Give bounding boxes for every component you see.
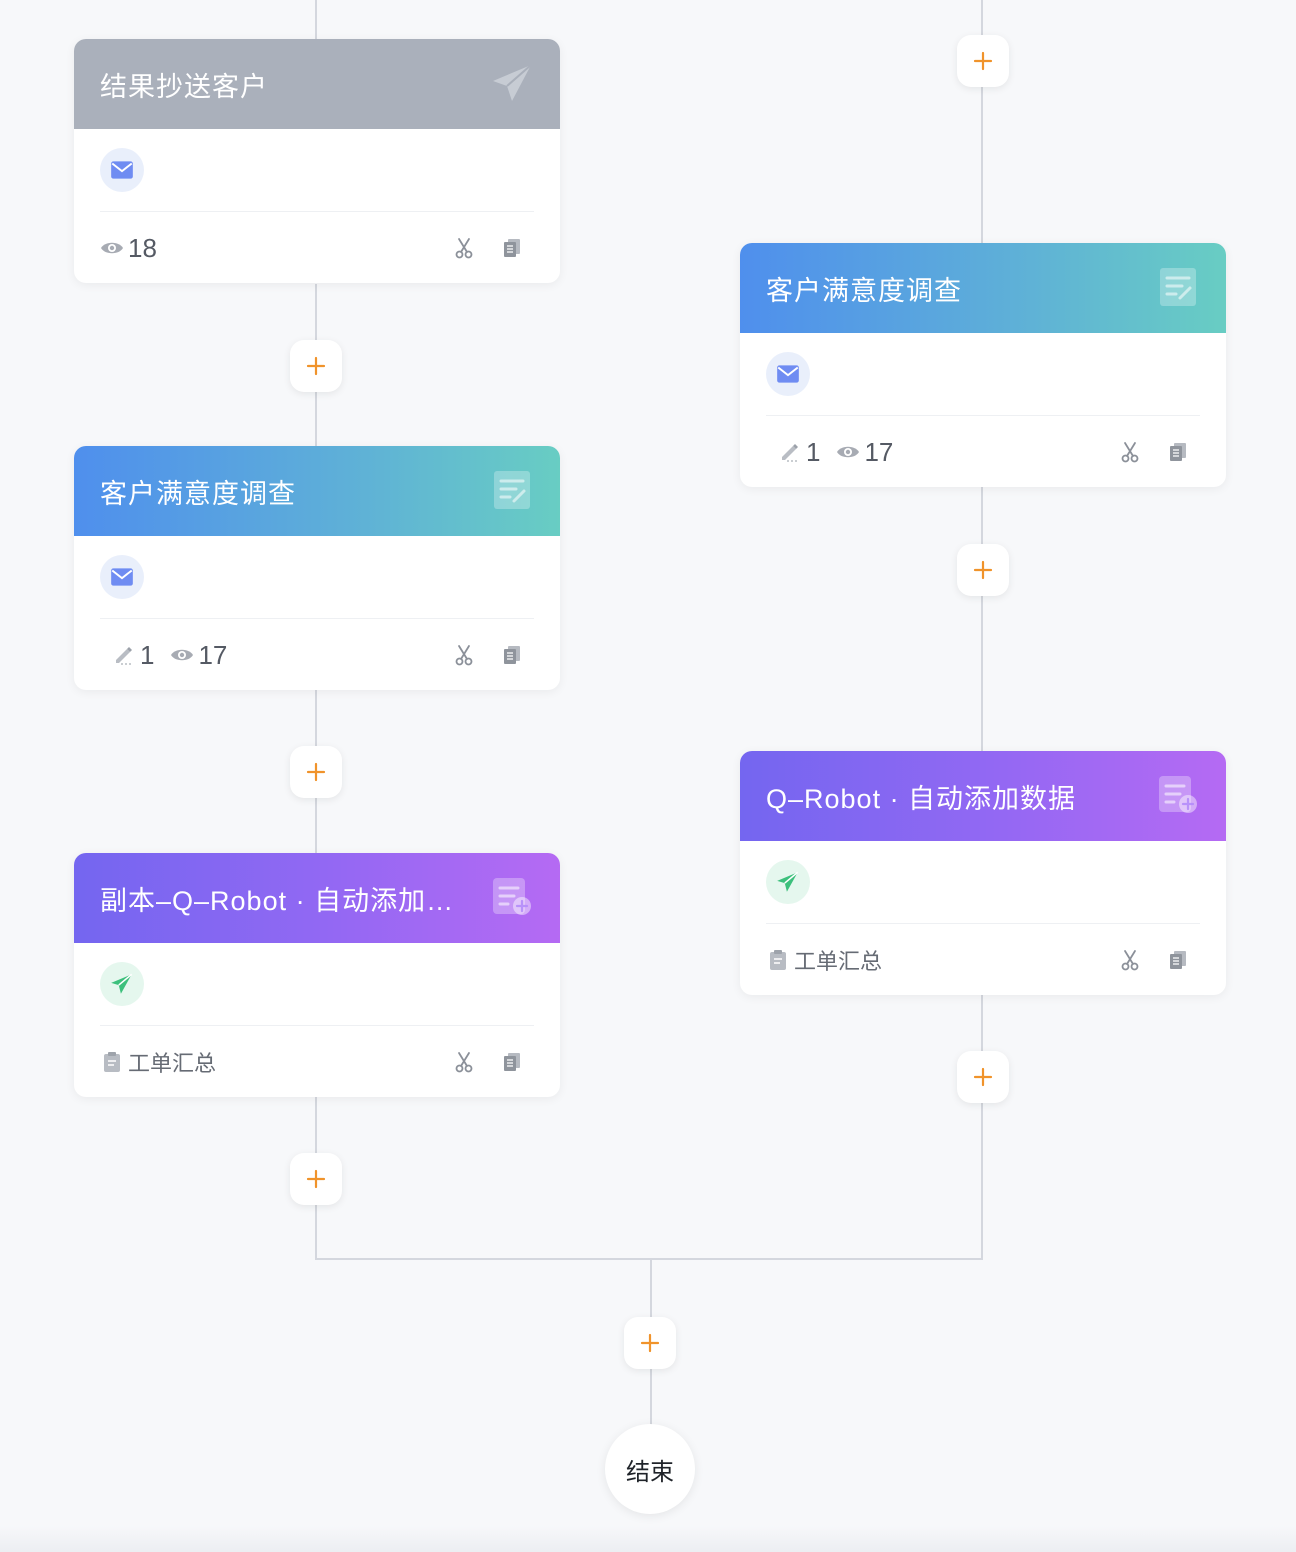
paper-plane-icon	[766, 860, 810, 904]
scissors-icon[interactable]	[1118, 948, 1142, 972]
card-header[interactable]: 副本–Q–Robot · 自动添加数据	[74, 853, 560, 943]
add-node-button[interactable]	[957, 1051, 1009, 1103]
add-record-icon	[490, 875, 534, 919]
pencil-icon	[778, 440, 802, 464]
scissors-icon[interactable]	[452, 1050, 476, 1074]
view-count: 18	[100, 233, 157, 264]
plus-icon	[306, 762, 326, 782]
node-card-cc-customer[interactable]: 结果抄送客户 18	[74, 39, 560, 283]
form-edit-icon	[1156, 265, 1200, 309]
end-node-label: 结束	[626, 1458, 674, 1486]
card-title: 结果抄送客户	[100, 71, 268, 102]
connector-line	[981, 0, 983, 243]
plus-icon	[640, 1333, 660, 1353]
end-node[interactable]: 结束	[605, 1424, 695, 1514]
connector-line	[315, 0, 317, 39]
clipboard-icon	[100, 1050, 124, 1074]
connector-line	[981, 487, 983, 751]
add-node-button[interactable]	[290, 746, 342, 798]
merge-line	[315, 1258, 983, 1260]
send-icon	[490, 61, 534, 105]
scissors-icon[interactable]	[452, 236, 476, 260]
add-node-button[interactable]	[957, 544, 1009, 596]
card-header[interactable]: 客户满意度调查	[74, 446, 560, 536]
plus-icon	[973, 1067, 993, 1087]
copy-icon[interactable]	[500, 236, 524, 260]
target-form: 工单汇总	[766, 944, 882, 976]
node-card-copy-q-robot[interactable]: 副本–Q–Robot · 自动添加数据 工单汇总	[74, 853, 560, 1097]
node-card-q-robot[interactable]: Q–Robot · 自动添加数据 工单汇总	[740, 751, 1226, 995]
card-header[interactable]: 结果抄送客户	[74, 39, 560, 129]
card-title: Q–Robot · 自动添加数据	[766, 783, 1077, 814]
edit-count: 1	[112, 640, 154, 671]
mail-icon	[100, 555, 144, 599]
eye-icon	[836, 440, 860, 464]
plus-icon	[973, 51, 993, 71]
add-node-button[interactable]	[624, 1317, 676, 1369]
target-form: 工单汇总	[100, 1046, 216, 1078]
connector-line	[981, 995, 983, 1260]
view-count: 17	[836, 437, 893, 468]
mail-icon	[766, 352, 810, 396]
eye-icon	[100, 236, 124, 260]
eye-icon	[170, 643, 194, 667]
plus-icon	[973, 560, 993, 580]
pencil-icon	[112, 643, 136, 667]
clipboard-icon	[766, 948, 790, 972]
view-count: 17	[170, 640, 227, 671]
add-record-icon	[1156, 773, 1200, 817]
card-title: 客户满意度调查	[100, 478, 296, 509]
mail-icon	[100, 148, 144, 192]
plus-icon	[306, 1169, 326, 1189]
scissors-icon[interactable]	[452, 643, 476, 667]
card-title: 客户满意度调查	[766, 275, 962, 306]
copy-icon[interactable]	[1166, 948, 1190, 972]
plus-icon	[306, 356, 326, 376]
card-title: 副本–Q–Robot · 自动添加数据	[100, 885, 472, 916]
scissors-icon[interactable]	[1118, 440, 1142, 464]
copy-icon[interactable]	[500, 643, 524, 667]
copy-icon[interactable]	[500, 1050, 524, 1074]
node-card-satisfaction-survey[interactable]: 客户满意度调查 1 17	[74, 446, 560, 690]
card-header[interactable]: 客户满意度调查	[740, 243, 1226, 333]
add-node-button[interactable]	[290, 340, 342, 392]
card-header[interactable]: Q–Robot · 自动添加数据	[740, 751, 1226, 841]
add-node-button[interactable]	[290, 1153, 342, 1205]
node-card-satisfaction-survey[interactable]: 客户满意度调查 1 17	[740, 243, 1226, 487]
edit-count: 1	[778, 437, 820, 468]
paper-plane-icon	[100, 962, 144, 1006]
add-node-button[interactable]	[957, 35, 1009, 87]
scroll-shadow	[0, 1526, 1296, 1552]
form-edit-icon	[490, 468, 534, 512]
copy-icon[interactable]	[1166, 440, 1190, 464]
